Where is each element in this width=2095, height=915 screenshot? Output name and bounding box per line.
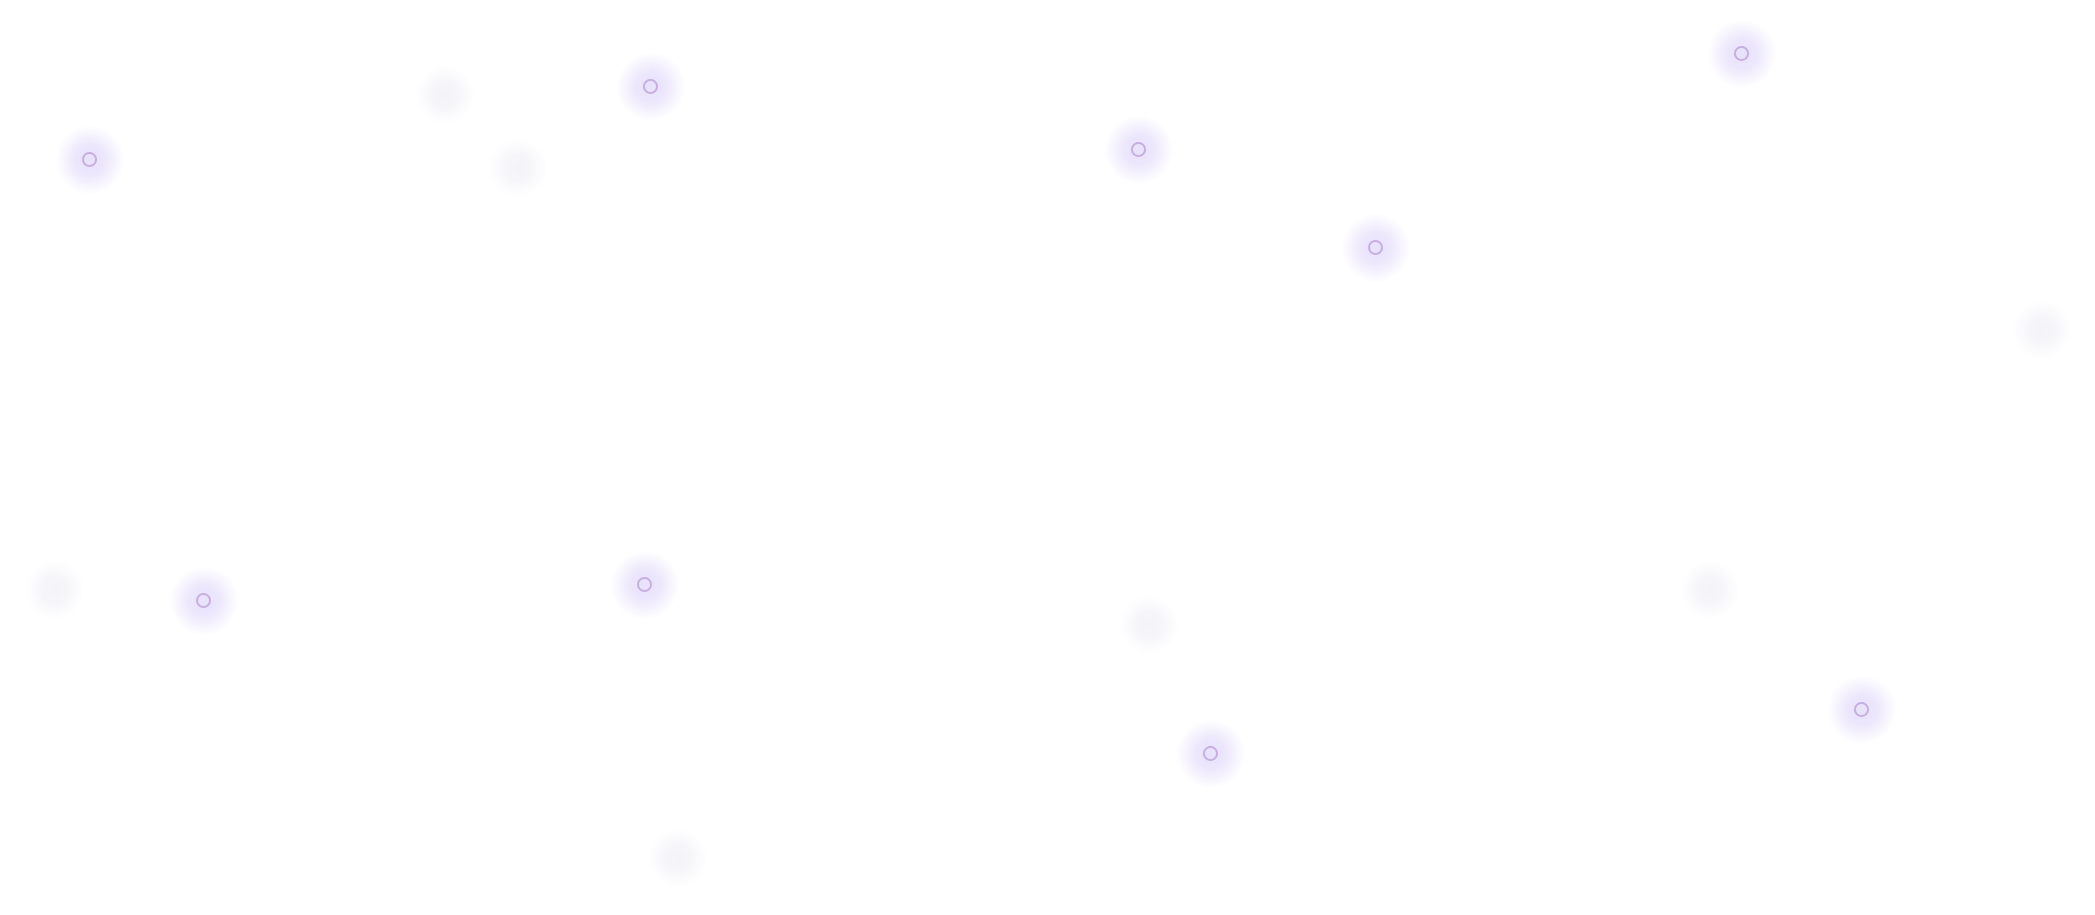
dot-ring — [1854, 702, 1869, 717]
dot-ring — [196, 593, 211, 608]
dot-halo — [2012, 300, 2072, 360]
dot-ring — [643, 79, 658, 94]
faint-glow — [1680, 560, 1740, 620]
dot-ring — [637, 577, 652, 592]
dot-halo — [1680, 560, 1740, 620]
glowing-dot — [55, 125, 125, 195]
dot-halo — [648, 828, 708, 888]
dot-ring — [1203, 746, 1218, 761]
faint-glow — [488, 138, 548, 198]
faint-glow — [415, 65, 475, 125]
dot-ring — [82, 152, 97, 167]
dot-halo — [25, 560, 85, 620]
faint-glow — [648, 828, 708, 888]
faint-glow — [2012, 300, 2072, 360]
dot-ring — [1368, 240, 1383, 255]
dot-halo — [1119, 595, 1179, 655]
faint-glow — [1119, 595, 1179, 655]
dot-ring — [1131, 142, 1146, 157]
glowing-dot — [1827, 675, 1897, 745]
faint-glow — [25, 560, 85, 620]
glowing-dot — [169, 566, 239, 636]
dot-ring — [1734, 46, 1749, 61]
glowing-dot — [616, 52, 686, 122]
glowing-dot — [1707, 19, 1777, 89]
glowing-dot — [1176, 719, 1246, 789]
glowing-dot — [1104, 115, 1174, 185]
dot-halo — [415, 65, 475, 125]
glowing-dot — [1341, 213, 1411, 283]
dot-halo — [488, 138, 548, 198]
glowing-dot — [610, 550, 680, 620]
